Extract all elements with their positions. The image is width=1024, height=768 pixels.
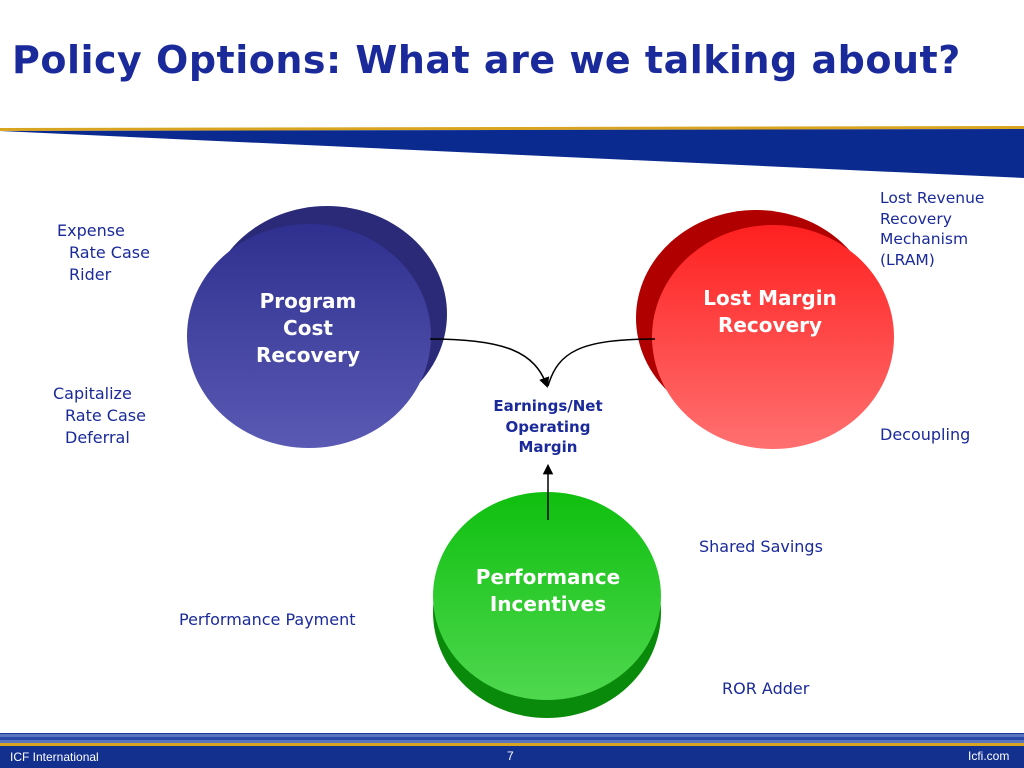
lram-line-4: (LRAM) [880,250,935,269]
connector-program-to-center [429,338,550,388]
center-label-line-2: Operating [505,417,591,436]
program-cost-label-1: Program [260,289,357,313]
performance-payment-label: Performance Payment [179,610,356,629]
capitalize-label: Capitalize [53,384,132,403]
decoupling-label: Decoupling [880,425,971,444]
lost-margin-label-1: Lost Margin [703,286,837,310]
lram-line-2: Recovery [880,209,952,228]
program-cost-label-2: Cost [283,316,333,340]
lost-margin-recovery-node: Lost Margin Recovery [636,210,894,449]
ror-adder-label: ROR Adder [722,679,810,698]
capitalize-rate-case: Rate Case [65,406,146,425]
lram-line-3: Mechanism [880,230,969,248]
slide-title: Policy Options: What are we talking abou… [12,38,961,82]
footer-company: ICF International [10,750,99,764]
earnings-net-operating-margin: Earnings/Net Operating Margin [470,396,626,458]
performance-incentives-node: Performance Incentives [433,492,661,718]
header-band [0,126,1024,178]
lost-margin-label-2: Recovery [718,313,822,337]
connector-lost-margin-to-center [547,338,656,387]
expense-rate-case: Rate Case [69,243,150,262]
capitalize-group: Capitalize Rate Case Deferral [53,383,146,449]
footer-page-number: 7 [507,749,514,763]
shared-savings-label: Shared Savings [699,537,823,556]
footer-website: Icfi.com [968,749,1010,763]
performance-label-2: Incentives [490,592,606,616]
lram-line-1: Lost Revenue [880,189,985,207]
program-cost-label-3: Recovery [256,343,360,367]
lram-label: Lost Revenue Recovery Mechanism (LRAM) [880,188,984,270]
expense-rider: Rider [69,265,112,284]
center-label-line-1: Earnings/Net [493,397,603,415]
expense-group: Expense Rate Case Rider [57,220,150,286]
center-label-line-3: Margin [518,438,578,456]
capitalize-deferral: Deferral [65,428,130,447]
footer-band [0,733,1024,768]
program-cost-recovery-node: Program Cost Recovery [187,206,447,448]
expense-label: Expense [57,221,125,240]
performance-label-1: Performance [476,565,620,589]
